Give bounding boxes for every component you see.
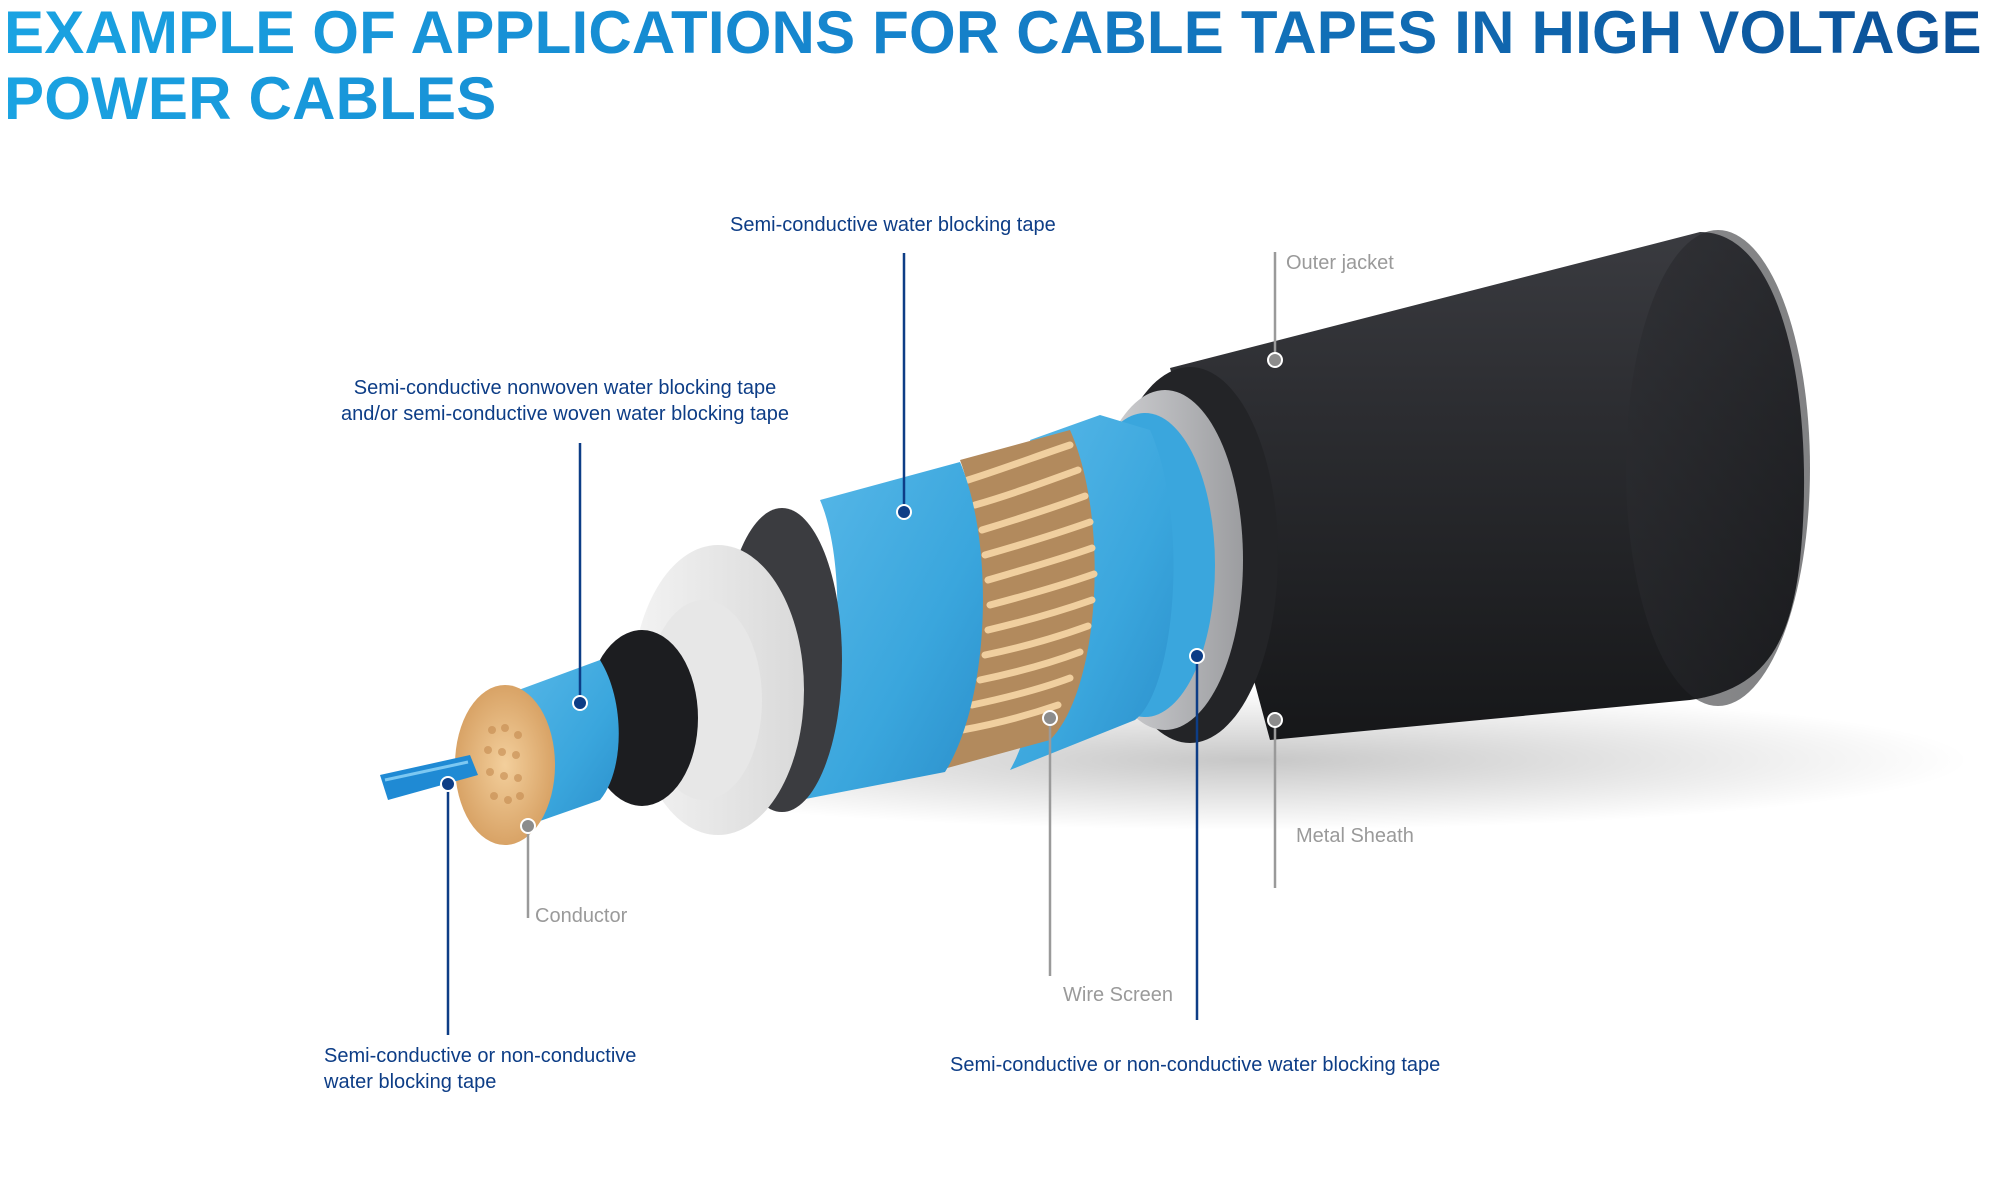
callout-lines-gray [526,252,1277,976]
label-nonwoven-water-blocking-tape: Semi-conductive nonwoven water blocking … [325,375,805,427]
label-semi-or-non-line-2: water blocking tape [324,1071,497,1093]
conductor-wire-dots [484,724,524,804]
callout-lines-blue [446,253,1199,1035]
wire-screen-strands [958,441,1098,734]
label-wire-screen: Wire Screen [1063,984,1174,1006]
callout-dot-conductor [520,818,536,834]
semi-conductive-water-blocking-tape-shape [800,462,983,800]
callout-dot-wire-screen [1042,710,1058,726]
label-semi-or-non-conductive-tape-right: Semi-conductive or non-conductive water … [950,1054,1441,1076]
callout-dots-gray [520,352,1283,834]
center-tape-strands-highlight [384,760,469,782]
callout-dot-nonwoven-tape [572,695,588,711]
label-conductor: Conductor [535,905,628,927]
label-nonwoven-line-2: and/or semi-conductive woven water block… [340,403,790,425]
label-nonwoven-line-1: Semi-conductive nonwoven water blocking … [353,377,777,399]
callout-dot-outer-jacket [1267,352,1283,368]
callout-dot-outer-water-tape [1189,648,1205,664]
label-semi-or-non-line-1: Semi-conductive or non-conductive [324,1045,637,1067]
label-semi-or-non-conductive-tape-left: Semi-conductive or non-conductive water … [324,1043,636,1095]
label-outer-jacket: Outer jacket [1286,252,1394,274]
conductor-face [455,685,555,845]
label-semi-conductive-water-blocking-tape: Semi-conductive water blocking tape [730,214,1056,236]
callout-dots-blue [440,504,1205,792]
callout-dot-center-tape [440,776,456,792]
outer-jacket-end [1626,230,1810,706]
label-metal-sheath: Metal Sheath [1296,825,1414,847]
callout-dot-semi-water-blocking-tape [896,504,912,520]
callout-dot-metal-sheath [1267,712,1283,728]
